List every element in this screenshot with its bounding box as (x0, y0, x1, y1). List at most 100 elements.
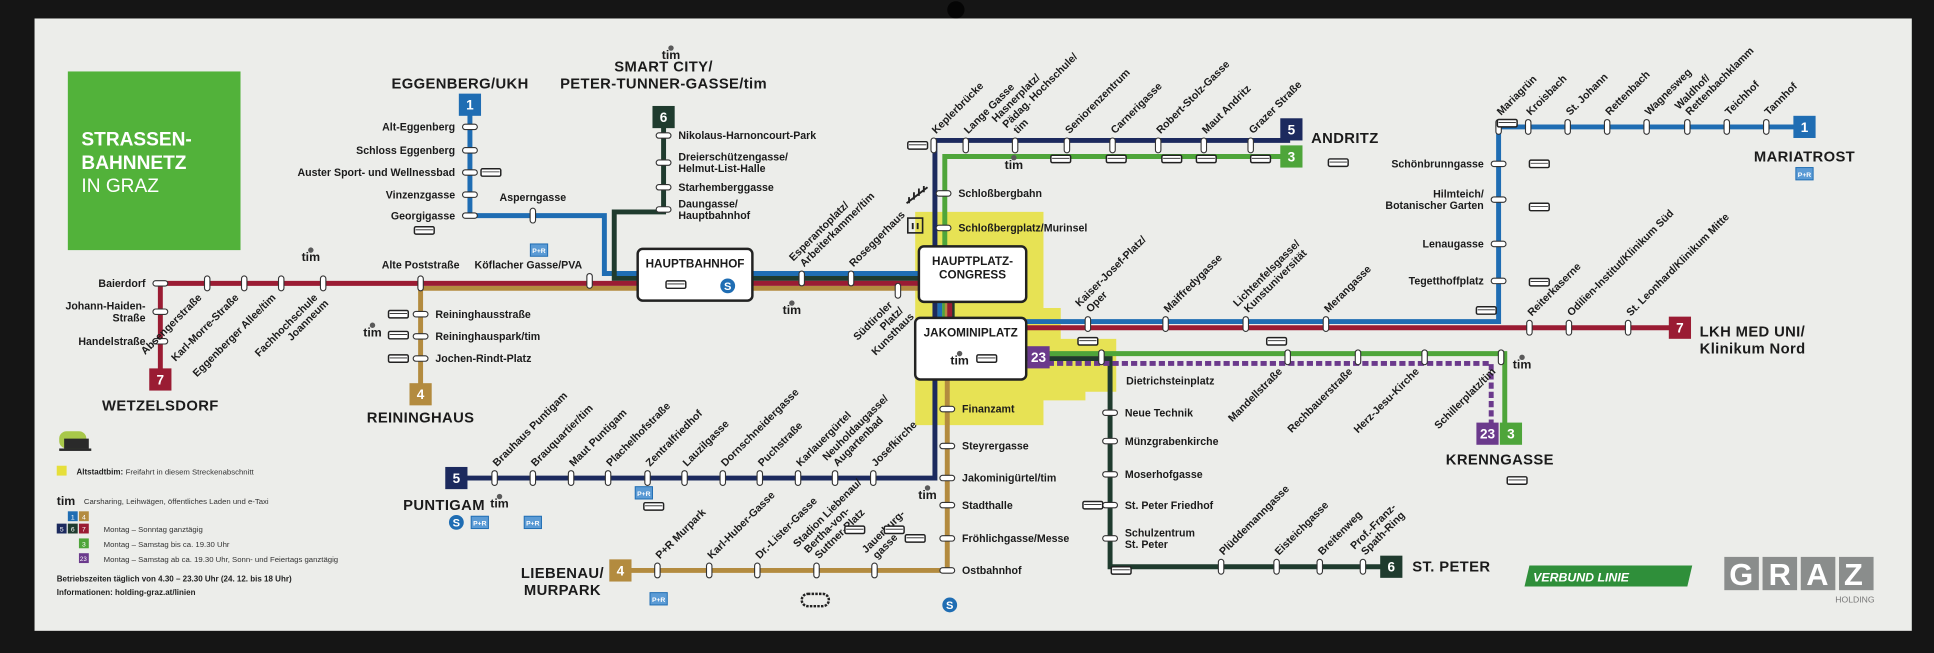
station-stop[interactable] (1242, 316, 1250, 332)
station-stop[interactable] (935, 190, 952, 197)
station-label[interactable]: Stadthalle (962, 500, 1013, 512)
station-label[interactable]: Baierdorf (98, 278, 146, 290)
line-badge-4[interactable]: 4 (609, 559, 632, 582)
station-stop[interactable] (1217, 558, 1225, 575)
station-stop[interactable] (939, 405, 956, 413)
station-stop[interactable] (754, 562, 761, 579)
station-stop[interactable] (412, 355, 429, 362)
station-label[interactable]: Reininghausstraße (435, 309, 531, 321)
station-stop[interactable] (1273, 558, 1280, 575)
line-badge-23[interactable]: 23 (1476, 422, 1499, 445)
station-stop[interactable] (1011, 137, 1019, 154)
station-label[interactable]: Dreierschützengasse/Helmut-List-Halle (678, 151, 788, 175)
station-stop[interactable] (847, 270, 855, 287)
hub-jakominiplatz[interactable]: JAKOMINIPLATZ (913, 316, 1028, 381)
station-stop[interactable] (1102, 409, 1119, 417)
station-stop[interactable] (681, 470, 688, 486)
station-stop[interactable] (1684, 118, 1691, 135)
station-stop[interactable] (1247, 137, 1254, 154)
station-stop[interactable] (1526, 319, 1533, 336)
station-stop[interactable] (894, 282, 902, 299)
station-label[interactable]: Hilmteich/Botanischer Garten (1385, 188, 1483, 212)
station-stop[interactable] (1102, 437, 1119, 445)
station-stop[interactable] (655, 159, 672, 166)
station-stop[interactable] (461, 123, 478, 131)
station-stop[interactable] (461, 169, 478, 176)
terminal-andritz[interactable]: ANDRITZ (1311, 131, 1378, 147)
station-stop[interactable] (461, 191, 478, 198)
line-badge-7[interactable]: 7 (149, 368, 172, 391)
station-label[interactable]: Schloßbergplatz/Murinsel (958, 223, 1087, 235)
station-stop[interactable] (277, 275, 285, 292)
station-stop[interactable] (1154, 137, 1162, 154)
station-stop[interactable] (869, 470, 877, 486)
station-label[interactable]: Jakominigürtel/tim (962, 473, 1056, 485)
station-label[interactable]: St. Peter Friedhof (1125, 500, 1214, 512)
station-stop[interactable] (412, 310, 429, 318)
terminal-stpeter[interactable]: ST. PETER (1412, 560, 1490, 576)
line-badge-3[interactable]: 3 (1280, 145, 1303, 168)
station-label[interactable]: Reininghauspark/tim (435, 331, 540, 343)
station-stop[interactable] (939, 474, 956, 482)
terminal-smartcity[interactable]: SMART CITY/PETER-TUNNER-GASSE/tim (560, 59, 767, 92)
station-stop[interactable] (1565, 319, 1573, 336)
station-stop[interactable] (719, 470, 727, 486)
station-label[interactable]: Steyrergasse (962, 441, 1029, 453)
station-stop[interactable] (586, 272, 593, 289)
station-label[interactable]: Alt-Eggenberg (382, 122, 455, 134)
station-stop[interactable] (1603, 118, 1611, 135)
station-stop[interactable] (1564, 118, 1571, 135)
station-label[interactable]: Tegetthoffplatz (1409, 276, 1484, 288)
station-stop[interactable] (1624, 319, 1632, 336)
station-stop[interactable] (1102, 501, 1119, 509)
line-badge-1[interactable]: 1 (1793, 115, 1816, 138)
station-stop[interactable] (962, 137, 970, 154)
station-stop[interactable] (461, 147, 478, 154)
station-stop[interactable] (705, 562, 713, 579)
station-stop[interactable] (1084, 316, 1092, 332)
station-label[interactable]: Schloßbergbahn (958, 188, 1042, 200)
station-label[interactable]: Vinzenzgasse (386, 189, 455, 201)
line-badge-4[interactable]: 4 (409, 383, 432, 406)
line-badge-6[interactable]: 6 (1380, 555, 1403, 578)
station-stop[interactable] (1524, 118, 1532, 135)
station-label[interactable]: Jochen-Rindt-Platz (435, 353, 531, 365)
station-stop[interactable] (240, 275, 248, 292)
station-label[interactable]: Fröhlichgasse/Messe (962, 533, 1069, 545)
terminal-reininghaus[interactable]: REININGHAUS (367, 411, 475, 427)
station-label[interactable]: Asperngasse (500, 192, 567, 204)
station-stop[interactable] (939, 501, 956, 509)
station-stop[interactable] (567, 470, 575, 486)
station-label[interactable]: Georgigasse (391, 210, 455, 222)
line-badge-5[interactable]: 5 (445, 466, 468, 490)
station-stop[interactable] (1354, 349, 1362, 366)
station-label[interactable]: Münzgrabenkirche (1125, 436, 1219, 448)
station-stop[interactable] (1490, 196, 1507, 203)
hub-hauptplatz[interactable]: HAUPTPLATZ-CONGRESS (917, 245, 1028, 304)
station-stop[interactable] (1162, 316, 1169, 332)
station-stop[interactable] (1284, 349, 1291, 366)
station-stop[interactable] (1490, 277, 1507, 285)
station-label[interactable]: Lenaugasse (1423, 239, 1484, 251)
station-stop[interactable] (871, 562, 878, 579)
station-stop[interactable] (930, 137, 937, 154)
station-label[interactable]: Dietrichsteinplatz (1126, 375, 1214, 387)
station-stop[interactable] (654, 562, 661, 579)
station-stop[interactable] (1723, 118, 1731, 135)
station-stop[interactable] (1316, 558, 1324, 575)
station-stop[interactable] (1109, 137, 1116, 154)
line-badge-6[interactable]: 6 (652, 105, 675, 129)
station-stop[interactable] (1762, 118, 1770, 135)
station-stop[interactable] (1098, 349, 1105, 366)
station-label[interactable]: Köflacher Gasse/PVA (475, 260, 583, 272)
station-stop[interactable] (203, 275, 211, 292)
station-stop[interactable] (529, 470, 537, 486)
station-stop[interactable] (655, 184, 672, 191)
station-stop[interactable] (417, 275, 424, 292)
station-stop[interactable] (1200, 137, 1208, 154)
line-badge-1[interactable]: 1 (458, 93, 482, 116)
station-stop[interactable] (1322, 316, 1330, 332)
station-stop[interactable] (1421, 349, 1428, 366)
station-stop[interactable] (1102, 471, 1119, 478)
hub-hauptbahnhof[interactable]: HAUPTBAHNHOF (636, 247, 754, 302)
